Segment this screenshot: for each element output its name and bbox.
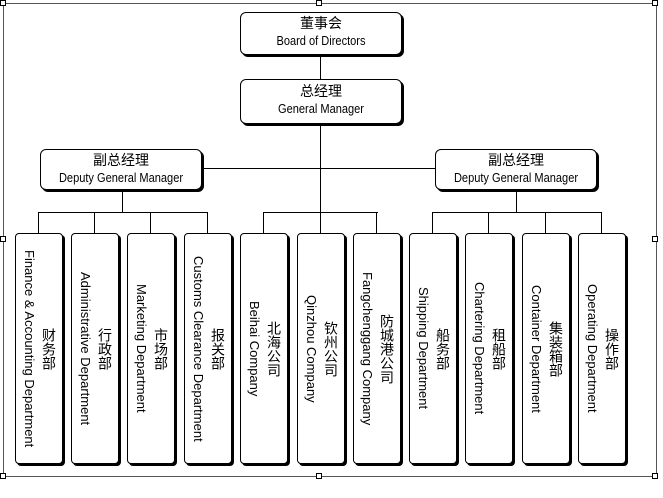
connector-dept-tick (207, 212, 208, 233)
department-cn-label: 租船部 (490, 327, 506, 370)
deputy-gm-right-box[interactable]: 副总经理 Deputy General Manager (435, 149, 597, 190)
department-cn-label: 钦州公司 (322, 320, 338, 377)
general-manager-box[interactable]: 总经理 General Manager (240, 79, 402, 124)
connector-board-gm (320, 55, 321, 79)
resize-handle-middle-right[interactable] (652, 236, 658, 242)
dgm-left-cn-label: 副总经理 (93, 153, 149, 169)
department-en-label: Marketing Department (134, 284, 149, 413)
department-en-label: Beihai Company (247, 300, 262, 397)
department-en-label: Operating Department (585, 284, 600, 413)
department-en-label: Qinzhou Company (304, 294, 319, 403)
connector-dept-tick (488, 212, 489, 233)
resize-handle-top-center[interactable] (316, 0, 322, 6)
board-of-directors-box[interactable]: 董事会 Board of Directors (240, 12, 402, 55)
department-en-label: Administrative Department (78, 271, 93, 426)
department-en-label: Fangchenggang Company (360, 271, 375, 426)
resize-handle-bottom-left[interactable] (0, 473, 6, 479)
connector-dept-tick (94, 212, 95, 233)
dgm-right-cn-label: 副总经理 (488, 153, 544, 169)
resize-handle-top-left[interactable] (0, 0, 6, 6)
connector-dept-tick (601, 212, 602, 233)
department-cn-label: 行政部 (96, 327, 112, 370)
resize-handle-top-right[interactable] (652, 0, 658, 6)
deputy-gm-left-box[interactable]: 副总经理 Deputy General Manager (40, 149, 202, 190)
connector-left-bar (38, 212, 208, 213)
department-cn-label: 北海公司 (265, 320, 281, 377)
connector-dept-tick (376, 212, 377, 233)
resize-handle-bottom-center[interactable] (316, 473, 322, 479)
department-cn-label: 集装箱部 (547, 320, 563, 377)
connector-right-drop (516, 190, 517, 212)
connector-left-drop (122, 190, 123, 212)
department-cn-label: 财务部 (40, 327, 56, 370)
department-cn-label: 船务部 (434, 327, 450, 370)
gm-cn-label: 总经理 (300, 84, 342, 100)
connector-center-bar (264, 212, 378, 213)
connector-dept-tick (432, 212, 433, 233)
connector-right-bar (432, 212, 602, 213)
department-cn-label: 市场部 (152, 327, 168, 370)
board-cn-label: 董事会 (300, 16, 342, 32)
connector-dept-tick (545, 212, 546, 233)
connector-dept-tick (263, 212, 264, 233)
department-cn-label: 防城港公司 (378, 313, 394, 384)
gm-en-label: General Manager (277, 101, 364, 116)
department-en-label: Customs Clearance Department (191, 255, 206, 442)
resize-handle-middle-left[interactable] (0, 236, 6, 242)
department-en-label: Shipping Department (416, 287, 431, 410)
department-cn-label: 报关部 (209, 327, 225, 370)
connector-dept-tick (320, 212, 321, 233)
connector-dept-tick (150, 212, 151, 233)
resize-handle-bottom-right[interactable] (652, 473, 658, 479)
dgm-left-en-label: Deputy General Manager (58, 170, 184, 185)
department-cn-label: 操作部 (603, 327, 619, 370)
connector-dgm-bar (201, 168, 435, 169)
connector-dept-tick (38, 212, 39, 233)
board-en-label: Board of Directors (276, 33, 366, 48)
department-en-label: Container Department (529, 284, 544, 413)
dgm-right-en-label: Deputy General Manager (453, 170, 579, 185)
department-en-label: Finance & Accounting Department (22, 249, 37, 448)
department-en-label: Chartering Department (472, 282, 487, 415)
